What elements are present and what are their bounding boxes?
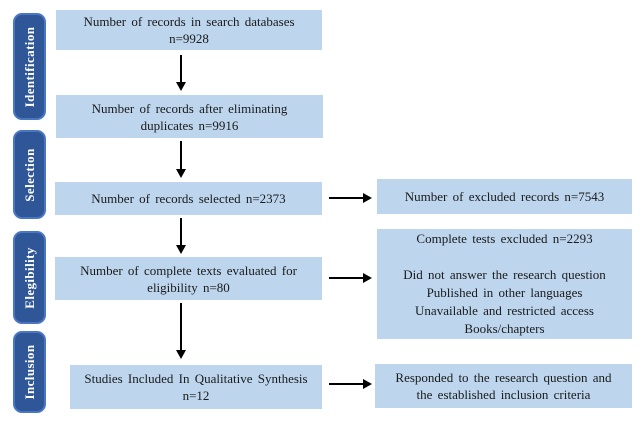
- arrow-head-icon: [176, 245, 186, 254]
- flow-box-records-in-search-databases: Number of records in search databases n=…: [56, 10, 322, 50]
- stage-selection: Selection: [13, 130, 46, 219]
- arrow-shaft: [180, 141, 182, 170]
- arrow-shaft: [329, 383, 364, 385]
- arrow-head-icon: [176, 169, 186, 178]
- arrow-right-2: [329, 271, 372, 285]
- stage-identification-label: Identification: [21, 26, 37, 107]
- arrow-head-icon: [176, 350, 186, 359]
- arrow-shaft: [180, 55, 182, 83]
- stage-elegibility: Elegibility: [13, 231, 46, 324]
- arrow-head-icon: [363, 193, 372, 203]
- stage-identification: Identification: [13, 13, 46, 120]
- arrow-down-2: [174, 141, 188, 178]
- arrow-down-1: [174, 55, 188, 91]
- stage-inclusion: Inclusion: [13, 331, 46, 413]
- arrow-right-1: [329, 191, 372, 205]
- stage-elegibility-label: Elegibility: [21, 246, 37, 309]
- arrow-down-3: [174, 218, 188, 254]
- arrow-shaft: [180, 303, 182, 351]
- arrow-shaft: [329, 197, 364, 199]
- flow-box-complete-texts-evaluated: Number of complete texts evaluated for e…: [55, 257, 322, 300]
- flow-box-records-selected: Number of records selected n=2373: [55, 182, 322, 215]
- arrow-right-3: [329, 377, 372, 391]
- flow-box-studies-included: Studies Included In Qualitative Synthesi…: [70, 365, 322, 409]
- side-box-complete-texts-excluded: Complete tests excluded n=2293 Did not a…: [377, 229, 632, 339]
- flow-box-records-after-duplicates: Number of records after eliminating dupl…: [56, 95, 323, 138]
- arrow-shaft: [329, 277, 364, 279]
- stage-inclusion-label: Inclusion: [21, 344, 37, 400]
- stage-selection-label: Selection: [21, 147, 37, 202]
- arrow-head-icon: [363, 379, 372, 389]
- arrow-head-icon: [363, 273, 372, 283]
- arrow-head-icon: [176, 82, 186, 91]
- arrow-down-4: [174, 303, 188, 359]
- side-box-inclusion-criteria: Responded to the research question and t…: [375, 364, 632, 408]
- side-box-excluded-records: Number of excluded records n=7543: [377, 179, 632, 214]
- arrow-shaft: [180, 218, 182, 246]
